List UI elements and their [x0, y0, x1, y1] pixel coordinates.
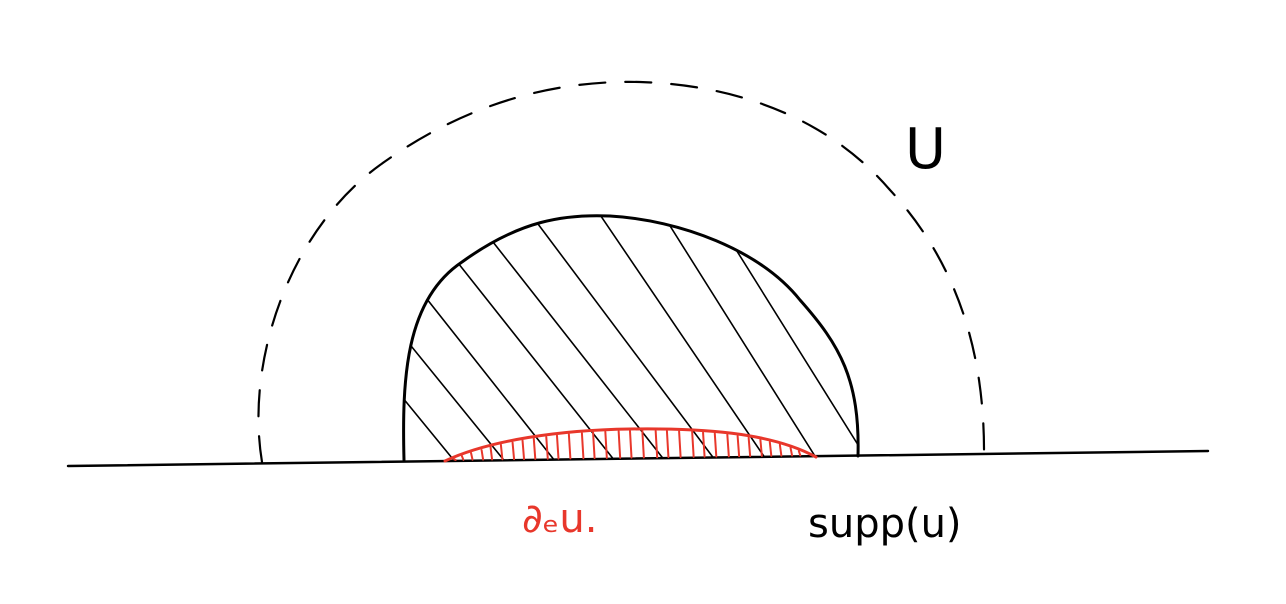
boundary-hatch-mark	[532, 437, 537, 460]
open-set-label: U	[905, 117, 946, 182]
boundary-hatch-mark	[768, 440, 773, 457]
boundary-hatch-mark	[629, 430, 633, 459]
boundary-hatch-mark	[580, 432, 585, 460]
boundary-hatch-mark	[453, 458, 457, 461]
boundary-hatch-mark	[702, 431, 706, 458]
boundary-hatch-mark	[604, 430, 608, 459]
boundary-hatch-mark	[480, 448, 485, 461]
boundary-hatch-mark	[617, 430, 622, 459]
boundary-hatch-mark	[511, 441, 516, 461]
boundary-hatch-mark	[713, 432, 718, 458]
boundary-hatch-mark	[499, 443, 504, 461]
boundary-hatch-mark	[592, 431, 596, 460]
boundary-hatch-mark	[759, 438, 763, 457]
boundary-hatch-mark	[555, 434, 560, 460]
boundary-hatch-mark	[747, 436, 752, 458]
boundary-hatch-mark	[678, 430, 682, 458]
boundary-hatch-mark	[470, 451, 474, 461]
boundary-hatch-mark	[489, 446, 494, 461]
contact-boundary-curve	[443, 427, 818, 463]
boundary-hatch-mark	[545, 435, 549, 460]
support-label: supp(u)	[808, 501, 962, 547]
boundary-hatch-mark	[641, 429, 645, 459]
baseline	[66, 449, 1210, 468]
boundary-hatch-mark	[567, 433, 572, 460]
support-outline	[402, 214, 860, 462]
contact-boundary-hatching	[453, 429, 802, 461]
boundary-hatch-mark	[665, 430, 670, 459]
boundary-hatch-mark	[726, 433, 730, 458]
boundary-hatch-mark	[521, 439, 526, 461]
boundary-hatch-mark	[654, 429, 659, 459]
boundary-hatch-mark	[789, 446, 794, 457]
boundary-hatch-mark	[778, 443, 783, 457]
boundary-label: ∂ₑu.	[522, 496, 597, 542]
boundary-hatch-mark	[736, 434, 741, 458]
open-set-u-boundary	[257, 80, 986, 464]
boundary-hatch-mark	[460, 455, 465, 461]
boundary-hatch-mark	[797, 450, 802, 457]
boundary-hatch-mark	[691, 430, 695, 458]
